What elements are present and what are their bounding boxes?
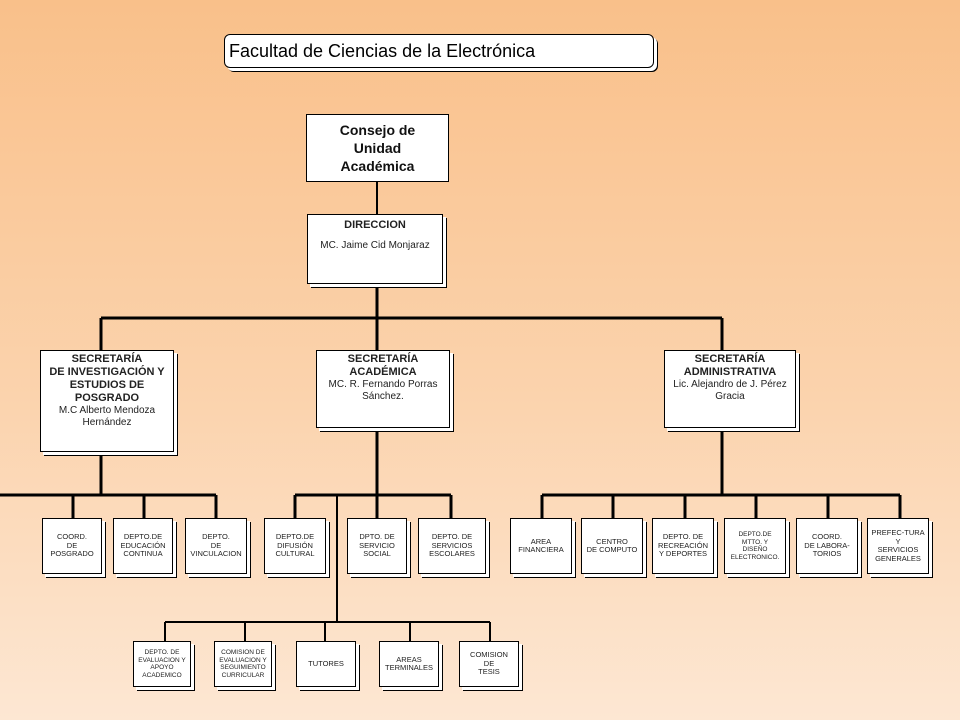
dept-label: DEPTO. DE SERVICIOS ESCOLARES [429,532,475,559]
faculty-title: Facultad de Ciencias de la Electrónica [229,40,536,61]
direccion-box: DIRECCION MC. Jaime Cid Monjaraz [307,214,443,284]
secretaria-academica-name: MC. R. Fernando Porras Sánchez. [328,379,438,402]
comision-box: AREAS TERMINALES [379,641,439,687]
dept-box: DEPTO. DE VINCULACION [185,518,247,574]
dept-box: PREFEC-TURA Y SERVICIOS GENERALES [867,518,929,574]
consejo-label: Consejo de Unidad Académica [339,122,416,174]
dept-label: DEPTO.DE EDUCACIÓN CONTINUA [120,532,166,559]
comision-box: TUTORES [296,641,356,687]
secretaria-investigacion-name: M.C Alberto Mendoza Hernández [58,405,156,428]
dept-label: DPTO. DE SERVICIO SOCIAL [359,532,395,559]
dept-label: DEPTO.DE DIFUSIÓN CULTURAL [275,532,315,559]
comision-box: COMISION DE EVALUACION Y SEGUIMIENTO CUR… [214,641,272,687]
comision-label: DEPTO. DE EVALUACION Y APOYO ACADEMICO [138,649,186,679]
dept-label: COORD. DE POSGRADO [50,532,94,559]
secretaria-investigacion-title: SECRETARÍA DE INVESTIGACIÓN Y ESTUDIOS D… [49,353,165,404]
dept-box: DEPTO.DE EDUCACIÓN CONTINUA [113,518,173,574]
secretaria-academica-box: SECRETARÍA ACADÉMICA MC. R. Fernando Por… [316,350,450,428]
dept-box: CENTRO DE COMPUTO [581,518,643,574]
secretaria-administrativa-box: SECRETARÍA ADMINISTRATIVA Lic. Alejandro… [664,350,796,428]
direccion-title: DIRECCION [344,219,406,231]
dept-box: DEPTO.DE DIFUSIÓN CULTURAL [264,518,326,574]
dept-box: COORD. DE POSGRADO [42,518,102,574]
secretaria-academica-title: SECRETARÍA ACADÉMICA [347,353,419,378]
secretaria-investigacion-box: SECRETARÍA DE INVESTIGACIÓN Y ESTUDIOS D… [40,350,174,452]
dept-label: PREFEC-TURA Y SERVICIOS GENERALES [871,528,925,563]
dept-label: DEPTO. DE VINCULACION [190,532,242,559]
dept-label: CENTRO DE COMPUTO [586,536,638,554]
dept-label: AREA FINANCIERA [518,536,564,554]
secretaria-administrativa-title: SECRETARÍA ADMINISTRATIVA [683,353,777,378]
faculty-title-bar: Facultad de Ciencias de la Electrónica [224,34,654,68]
dept-box: DPTO. DE SERVICIO SOCIAL [347,518,407,574]
dept-box: DEPTO.DE MTTO. Y DISEÑO ELECTRONICO. [724,518,786,574]
dept-box: AREA FINANCIERA [510,518,572,574]
dept-box: DEPTO. DE SERVICIOS ESCOLARES [418,518,486,574]
comision-box: DEPTO. DE EVALUACION Y APOYO ACADEMICO [133,641,191,687]
comision-label: COMISION DE TESIS [470,650,508,677]
secretaria-administrativa-name: Lic. Alejandro de J. Pérez Gracia [673,379,787,402]
dept-label: DEPTO.DE MTTO. Y DISEÑO ELECTRONICO. [730,531,780,561]
dept-box: COORD. DE LABORA- TORIOS [796,518,858,574]
comision-label: COMISION DE EVALUACION Y SEGUIMIENTO CUR… [219,649,267,679]
dept-label: DEPTO. DE RECREACIÓN Y DEPORTES [657,532,708,559]
direccion-name: MC. Jaime Cid Monjaraz [320,240,430,251]
comision-label: AREAS TERMINALES [385,654,433,672]
dept-label: COORD. DE LABORA- TORIOS [804,532,850,559]
comision-box: COMISION DE TESIS [459,641,519,687]
dept-box: DEPTO. DE RECREACIÓN Y DEPORTES [652,518,714,574]
comision-label: TUTORES [308,658,344,668]
consejo-box: Consejo de Unidad Académica [306,114,449,182]
